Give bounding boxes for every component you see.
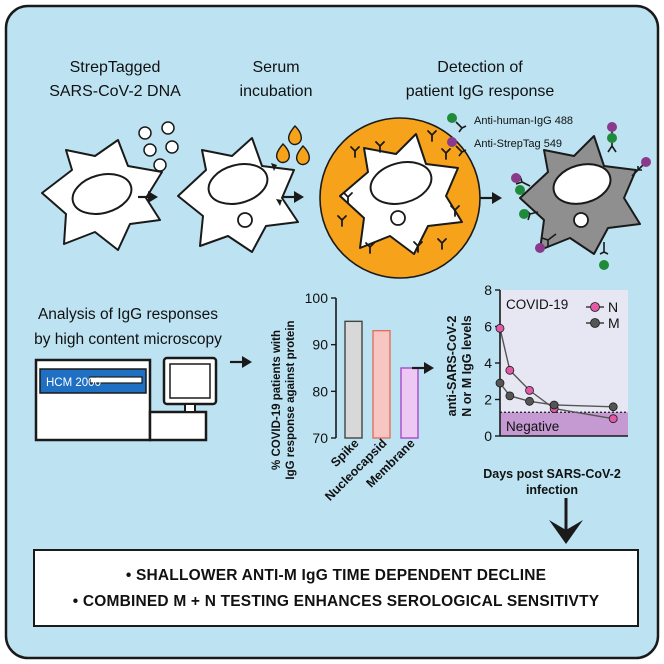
series-n-point xyxy=(525,385,534,395)
analysis-label-line2: by high content microscopy xyxy=(34,331,222,348)
covid-region-label: COVID-19 xyxy=(506,297,568,312)
arrow-1-icon xyxy=(138,191,158,203)
line-legend-swatch-m xyxy=(590,318,600,328)
legend-streptag-icon xyxy=(447,137,467,157)
line-legend-swatch-n xyxy=(590,302,600,312)
series-m-point xyxy=(495,378,505,388)
line-chart-ytick-label: 6 xyxy=(484,319,492,335)
line-chart-ylabel-line2: N or M IgG levels xyxy=(460,315,474,416)
arrow-3-icon xyxy=(480,192,502,204)
line-chart-xlabel-line1: Days post SARS-CoV-2 xyxy=(483,467,621,481)
serum-drops-icon xyxy=(275,124,310,166)
device-label: HCM 2000 xyxy=(46,377,101,389)
legend-streptag-label: Anti-StrepTag 549 xyxy=(474,138,562,150)
step-2-label-line2: incubation xyxy=(240,83,313,100)
arrow-2-icon xyxy=(282,191,304,203)
series-n-point xyxy=(505,365,515,375)
line-chart: anti-SARS-CoV-2 N or M IgG levels Days p… xyxy=(445,282,628,497)
step-3-label-line2: patient IgG response xyxy=(406,83,555,100)
series-m-point xyxy=(608,402,618,412)
analysis-label-line1: Analysis of IgG responses xyxy=(38,306,218,323)
labeled-antibodies-icon xyxy=(511,122,651,270)
negative-region-label: Negative xyxy=(506,419,559,434)
line-chart-plot-area xyxy=(500,290,628,436)
line-legend-label-m: M xyxy=(608,315,620,331)
cell-2-icon xyxy=(177,137,299,253)
cell-3-icon xyxy=(339,133,463,255)
conclusion-2: • COMBINED M + N TESTING ENHANCES SEROLO… xyxy=(73,593,600,610)
negative-region xyxy=(500,412,628,436)
down-arrow-icon xyxy=(549,498,583,544)
bar-chart-ytick-label: 100 xyxy=(305,290,329,306)
series-m-point xyxy=(549,400,559,410)
line-chart-ylabel-line1: anti-SARS-CoV-2 xyxy=(445,316,459,417)
bar-chart-ylabel-line1: % COVID-19 patients with xyxy=(271,330,283,470)
bar-nucleocapsid xyxy=(372,329,391,439)
line-chart-ytick-label: 2 xyxy=(484,392,492,408)
bar-chart-ylabel-line2: IgG response against protein xyxy=(285,320,297,479)
series-n-point xyxy=(495,323,505,333)
legend: Anti-human-IgG 488 Anti-StrepTag 549 xyxy=(447,113,573,157)
conclusions-box xyxy=(33,549,639,627)
cell-4-icon xyxy=(519,135,641,255)
line-chart-xlabel-line2: infection xyxy=(526,483,578,497)
legend-igg-label: Anti-human-IgG 488 xyxy=(474,115,573,127)
bar-spike xyxy=(344,320,363,439)
series-m-point xyxy=(525,396,534,406)
step-1-label-line1: StrepTagged xyxy=(70,59,161,76)
microscope-device-icon xyxy=(34,356,218,442)
conclusion-1: • SHALLOWER ANTI-M IgG TIME DEPENDENT DE… xyxy=(126,567,546,584)
line-chart-ytick-label: 0 xyxy=(484,428,492,444)
bar-chart-ytick-label: 80 xyxy=(312,383,328,399)
bar-chart: % COVID-19 patients with IgG response ag… xyxy=(271,290,419,504)
line-legend-label-n: N xyxy=(608,299,618,315)
legend-igg-icon xyxy=(447,113,467,133)
bar-membrane xyxy=(400,367,419,439)
arrow-4-icon xyxy=(230,356,252,368)
series-n-point xyxy=(608,414,618,424)
bar-chart-ytick-label: 70 xyxy=(312,430,328,446)
line-chart-ytick-label: 4 xyxy=(484,355,492,371)
arrow-5-icon xyxy=(412,362,434,374)
antibodies-icon xyxy=(337,130,460,254)
bar-chart-ytick-label: 90 xyxy=(312,337,328,353)
step-1-label-line2: SARS-CoV-2 DNA xyxy=(49,83,181,100)
line-chart-ytick-label: 8 xyxy=(484,282,492,298)
step-2-label-line1: Serum xyxy=(252,59,299,76)
step-3-label-line1: Detection of xyxy=(437,59,523,76)
dna-plasmids-icon xyxy=(138,121,179,172)
series-m-point xyxy=(505,391,515,401)
background-panel xyxy=(4,4,660,660)
